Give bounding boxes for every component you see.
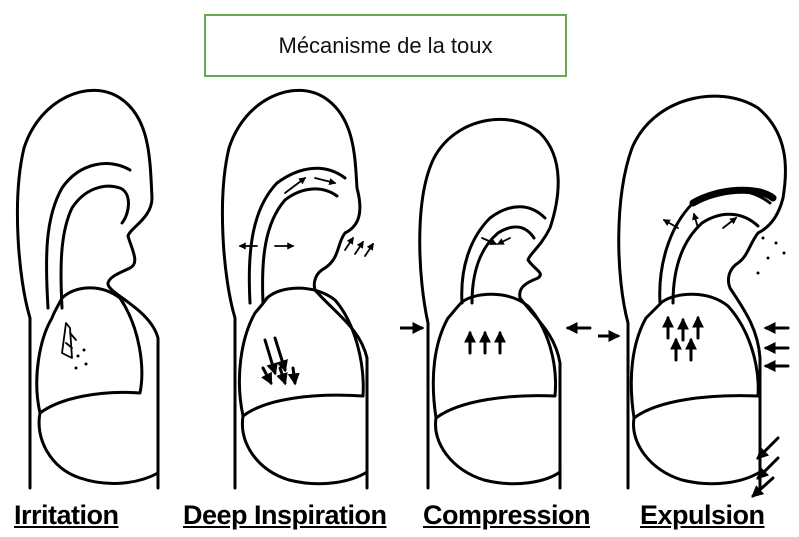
compression-illustration [400,78,600,498]
expulsion-arrows [664,214,786,275]
head-torso-outline [420,119,560,488]
downward-arrows [263,338,295,383]
irritation-illustration [0,78,200,498]
expulsion-illustration [598,78,798,498]
closed-glottis-arrows [482,238,510,244]
stage-label-deep-inspiration: Deep Inspiration [183,500,387,531]
upward-lung-arrows [668,318,698,360]
lung-outline [631,294,760,483]
deep-inspiration-illustration [205,78,405,498]
lung-outline [239,288,367,484]
head-torso-outline [619,96,786,488]
irritation-site [62,323,88,370]
lung-outline [37,288,158,484]
stage-label-expulsion: Expulsion [640,500,765,531]
stage-label-compression: Compression [423,500,590,531]
stage-label-irritation: Irritation [14,500,119,531]
diagram-title: Mécanisme de la toux [279,33,493,59]
lung-outline [433,294,560,483]
title-box: Mécanisme de la toux [204,14,567,77]
